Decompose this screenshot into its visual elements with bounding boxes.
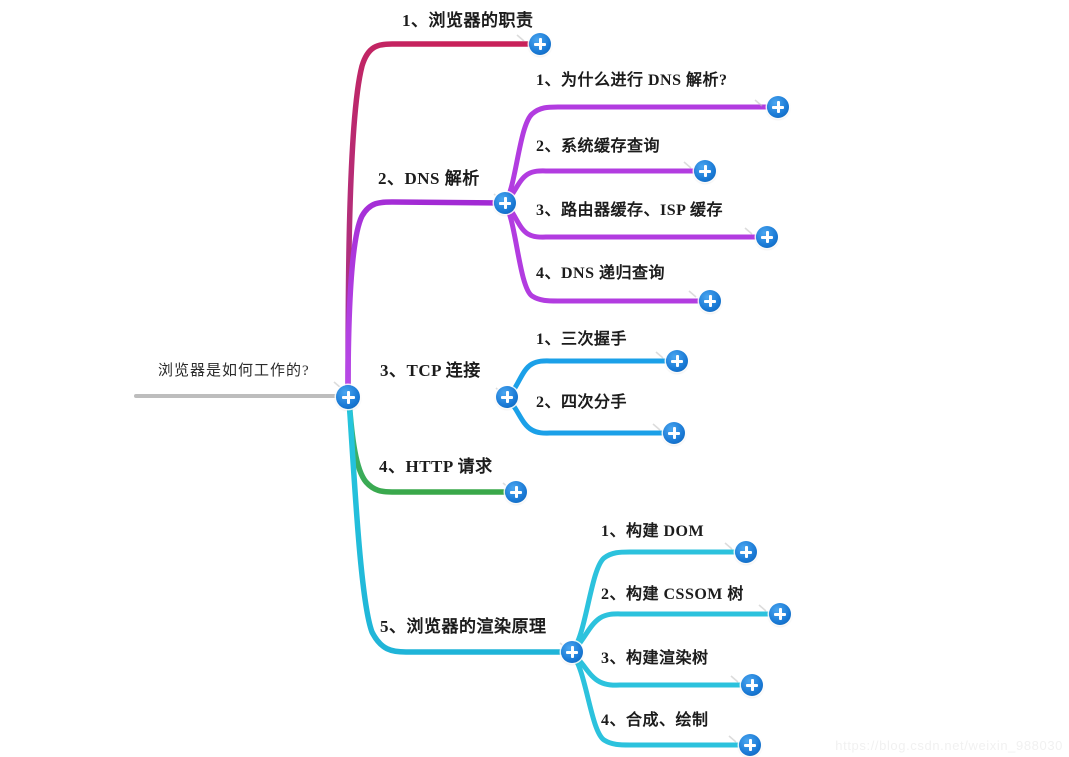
root-label: 浏览器是如何工作的?	[158, 363, 310, 379]
edge-root-to-http-request	[346, 396, 517, 495]
branch-label-browser-duty: 1、浏览器的职责	[402, 11, 534, 30]
watermark-text: https://blog.csdn.net/weixin_988030	[835, 738, 1063, 753]
branch-node-tcp[interactable]	[496, 386, 518, 408]
child-label-dns-recursive: 4、DNS 递归查询	[536, 265, 666, 282]
child-label-tcp-wavehand: 2、四次分手	[536, 394, 628, 411]
child-node-build-render-tree[interactable]	[741, 674, 763, 696]
branch-label-dns: 2、DNS 解析	[378, 169, 480, 188]
branch-node-browser-duty[interactable]	[529, 33, 551, 55]
branch-label-http-request: 4、HTTP 请求	[379, 457, 493, 476]
branch-node-render[interactable]	[561, 641, 583, 663]
child-node-composite-paint[interactable]	[739, 734, 761, 756]
edge-root-to-browser-duty	[345, 41, 532, 399]
child-node-tcp-handshake[interactable]	[666, 350, 688, 372]
child-node-dns-router-isp-cache[interactable]	[756, 226, 778, 248]
branch-node-dns[interactable]	[494, 192, 516, 214]
branch-node-http-request[interactable]	[505, 481, 527, 503]
child-label-build-cssom: 2、构建 CSSOM 树	[601, 586, 744, 603]
child-label-build-dom: 1、构建 DOM	[601, 523, 705, 540]
branch-label-tcp: 3、TCP 连接	[380, 361, 481, 380]
child-label-dns-why: 1、为什么进行 DNS 解析?	[536, 72, 728, 89]
child-node-dns-system-cache[interactable]	[694, 160, 716, 182]
child-label-dns-router-isp-cache: 3、路由器缓存、ISP 缓存	[536, 202, 724, 219]
child-node-dns-recursive[interactable]	[699, 290, 721, 312]
root-node-toggle[interactable]	[336, 385, 360, 409]
child-node-build-dom[interactable]	[735, 541, 757, 563]
child-label-tcp-handshake: 1、三次握手	[536, 331, 628, 348]
child-node-dns-why[interactable]	[767, 96, 789, 118]
child-node-build-cssom[interactable]	[769, 603, 791, 625]
branch-label-render: 5、浏览器的渲染原理	[380, 617, 547, 636]
child-label-dns-system-cache: 2、系统缓存查询	[536, 138, 661, 155]
child-label-composite-paint: 4、合成、绘制	[601, 712, 709, 729]
child-node-tcp-wavehand[interactable]	[663, 422, 685, 444]
child-label-build-render-tree: 3、构建渲染树	[601, 650, 709, 667]
